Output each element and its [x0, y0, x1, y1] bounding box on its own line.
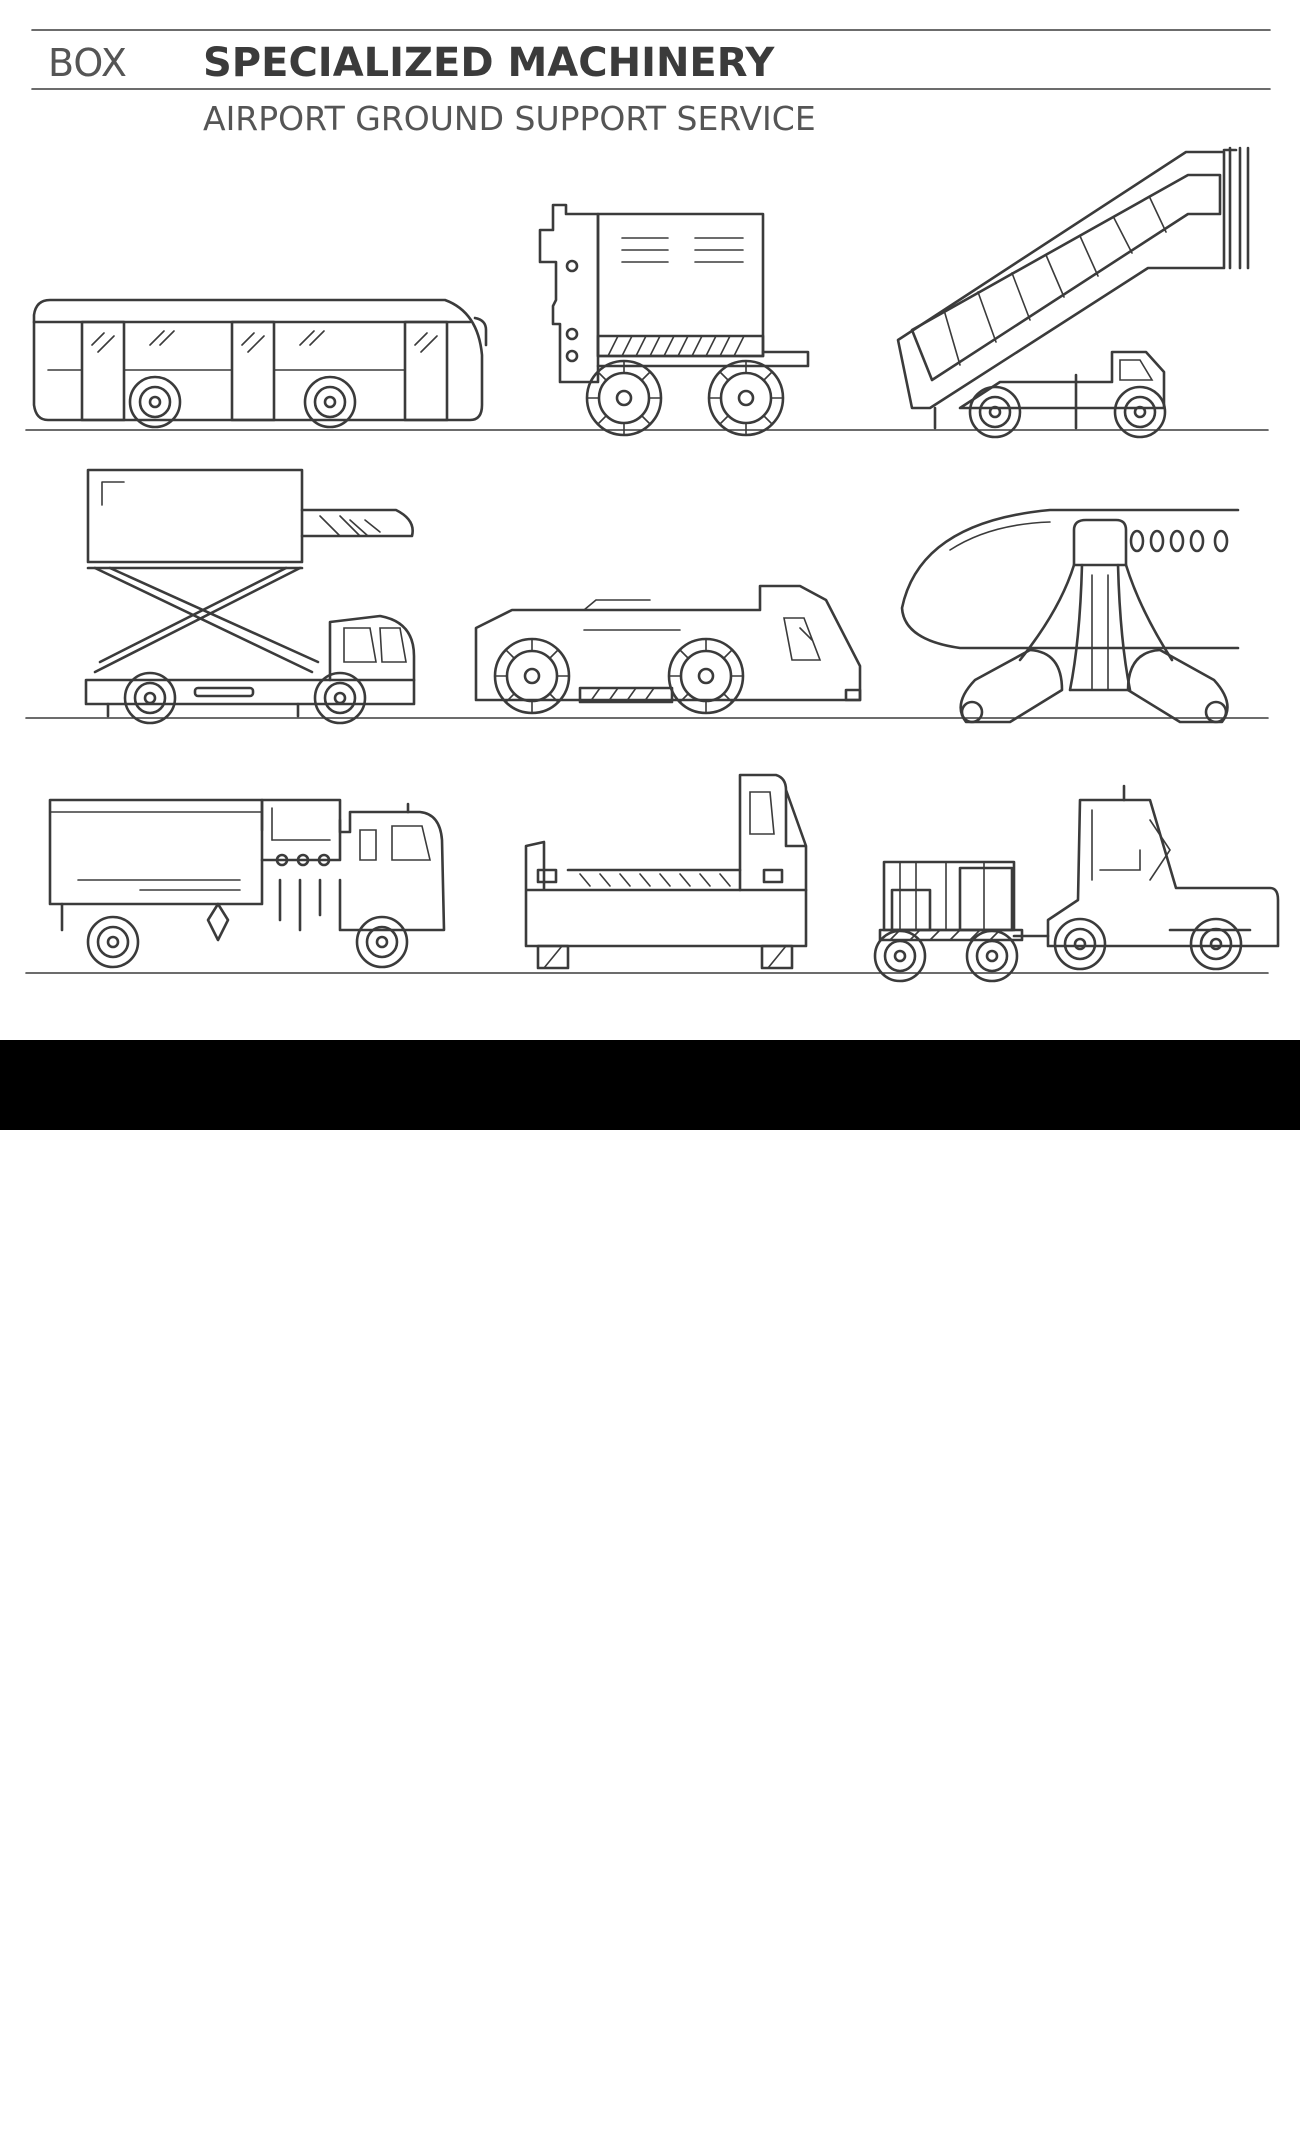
passenger-bus-icon	[32, 298, 488, 429]
category-label: BOX	[48, 41, 127, 85]
passenger-stairs-truck-icon	[896, 146, 1250, 439]
page-subtitle: AIRPORT GROUND SUPPORT SERVICE	[203, 99, 816, 138]
aircraft-pushback-tug-icon	[474, 584, 862, 715]
page-title: SPECIALIZED MACHINERY	[203, 40, 775, 86]
aircraft-de-icing-vehicle-icon	[900, 508, 1240, 724]
fuel-tanker-truck-icon	[48, 798, 446, 969]
baggage-tractor-with-cart-icon	[873, 784, 1280, 983]
machinery-illustration: BOX SPECIALIZED MACHINERY AIRPORT GROUND…	[25, 29, 1280, 983]
watermark-site: www.alamy.com	[1165, 2128, 1286, 2146]
watermark-image-id: Image ID: 2E2K6DP	[1139, 2100, 1286, 2118]
cargo-loader-icon	[524, 773, 808, 970]
ground-power-unit-icon	[538, 203, 810, 437]
watermark-band: alamy Image ID: 2E2K6DP www.alamy.com	[0, 1040, 1300, 2146]
catering-scissor-lift-truck-icon	[84, 468, 416, 725]
watermark-logo: alamy	[22, 2092, 167, 2143]
